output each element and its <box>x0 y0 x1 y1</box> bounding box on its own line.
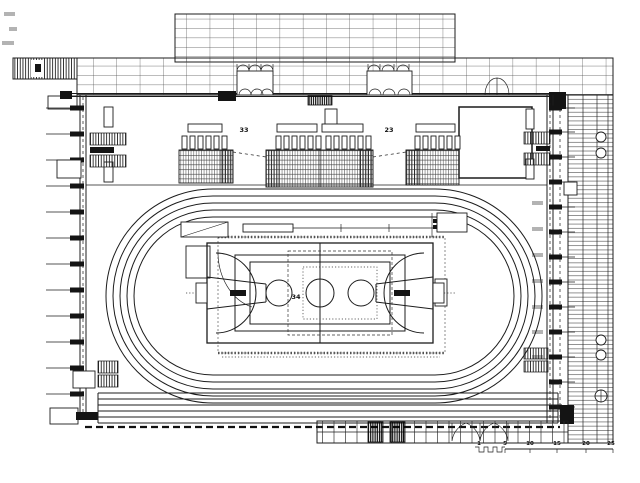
pillar-box <box>563 181 578 196</box>
scale-bar: 1 5 10 15 20 25 <box>475 441 615 453</box>
infield-courts: 34 <box>180 212 468 358</box>
stair-block <box>389 421 406 443</box>
right-promenade <box>559 94 614 444</box>
scale-tick-10: 10 <box>526 441 534 447</box>
entry-ramp <box>12 57 78 80</box>
corner-marks <box>2 12 17 45</box>
scale-tick-5: 5 <box>503 441 507 447</box>
tree-symbol <box>595 334 607 346</box>
tree-symbol <box>595 349 607 361</box>
bottom-walkway <box>316 420 569 444</box>
left-stairs-columns <box>56 106 127 389</box>
stair-block <box>367 421 384 443</box>
roof-grid-band <box>76 57 614 96</box>
goal-left <box>186 282 246 304</box>
goal-right <box>394 282 456 304</box>
scale-tick-1: 1 <box>477 441 481 447</box>
roof-grid-upper <box>174 13 456 63</box>
right-wall-blocks <box>549 105 562 410</box>
tree-symbol <box>595 131 607 143</box>
seating-block-left <box>178 149 234 184</box>
left-wall-blocks <box>70 105 84 397</box>
tree-symbol <box>595 147 607 159</box>
field-equipment <box>180 212 468 308</box>
court-complex: 34 <box>186 242 456 344</box>
canopy-stairs <box>236 64 510 96</box>
grandstands: 33 23 <box>86 123 547 188</box>
seating-block-center <box>265 149 374 188</box>
grandstand-left-label: 33 <box>239 126 248 134</box>
perimeter-walls <box>46 91 575 425</box>
seating-block-right <box>405 149 460 186</box>
grandstand-right-label: 23 <box>384 126 393 134</box>
stair-block <box>307 95 333 106</box>
crossed-circle-symbol <box>594 389 608 403</box>
scale-tick-15: 15 <box>553 441 561 447</box>
arched-gates <box>451 422 509 442</box>
right-building <box>324 106 551 373</box>
scale-tick-25: 25 <box>607 441 615 447</box>
court-label: 34 <box>291 293 301 301</box>
scale-tick-20: 20 <box>582 441 590 447</box>
running-track <box>85 188 560 429</box>
colonnade <box>181 135 461 150</box>
